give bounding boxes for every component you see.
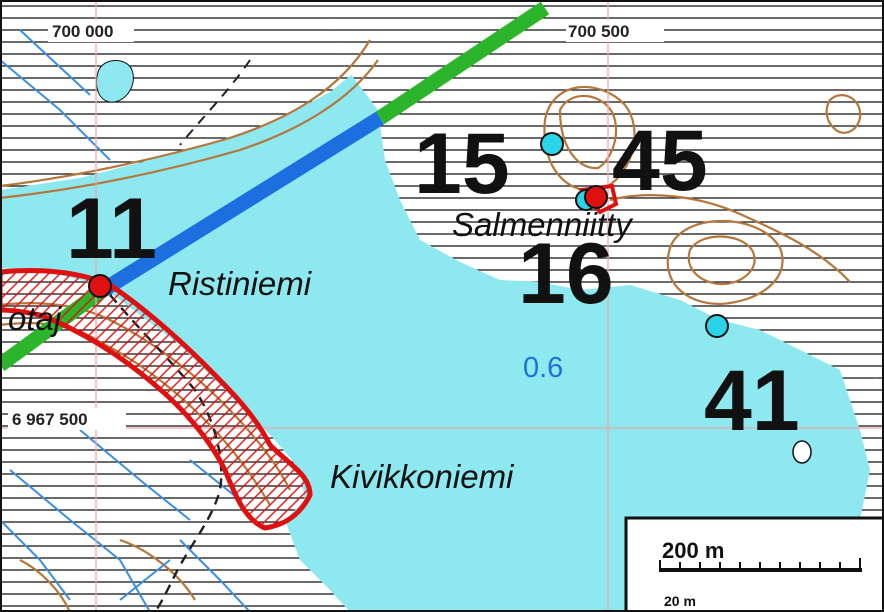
trail-north bbox=[179, 59, 251, 146]
site-number-45: 45 bbox=[612, 113, 708, 209]
scale-bar: 200 m 20 m bbox=[624, 516, 884, 612]
site-marker-11[interactable] bbox=[88, 274, 112, 298]
site-marker-15[interactable] bbox=[540, 132, 564, 156]
land-northwest-hatch bbox=[0, 0, 378, 190]
scale-label-main: 200 m bbox=[662, 538, 724, 563]
road-green-north bbox=[375, 1, 550, 125]
small-pond bbox=[96, 60, 134, 103]
site-number-41: 41 bbox=[704, 353, 800, 449]
scale-label-sub: 20 m bbox=[664, 593, 696, 609]
site-number-11: 11 bbox=[66, 181, 157, 277]
grid-label-northing: 6 967 500 bbox=[12, 410, 88, 429]
streams bbox=[0, 29, 251, 612]
place-name-salmenniitty: Salmenniitty bbox=[452, 206, 634, 243]
site-marker-41[interactable] bbox=[705, 314, 729, 338]
place-name-ristiniemi: Ristiniemi bbox=[168, 265, 313, 302]
site-marker-45[interactable] bbox=[584, 185, 608, 209]
depth-label: 0.6 bbox=[523, 352, 563, 384]
site-number-15: 15 bbox=[414, 116, 510, 212]
road-blue-ferry bbox=[96, 111, 384, 299]
place-name-partial: otaj bbox=[8, 300, 63, 337]
grid-label-easting-right: 700 500 bbox=[568, 22, 629, 41]
protected-area[interactable] bbox=[0, 268, 313, 531]
islet bbox=[792, 440, 812, 464]
place-name-kivikkoniemi: Kivikkoniemi bbox=[330, 458, 515, 495]
site-number-16: 16 bbox=[518, 226, 614, 322]
grid-label-easting-left: 700 000 bbox=[52, 22, 113, 41]
